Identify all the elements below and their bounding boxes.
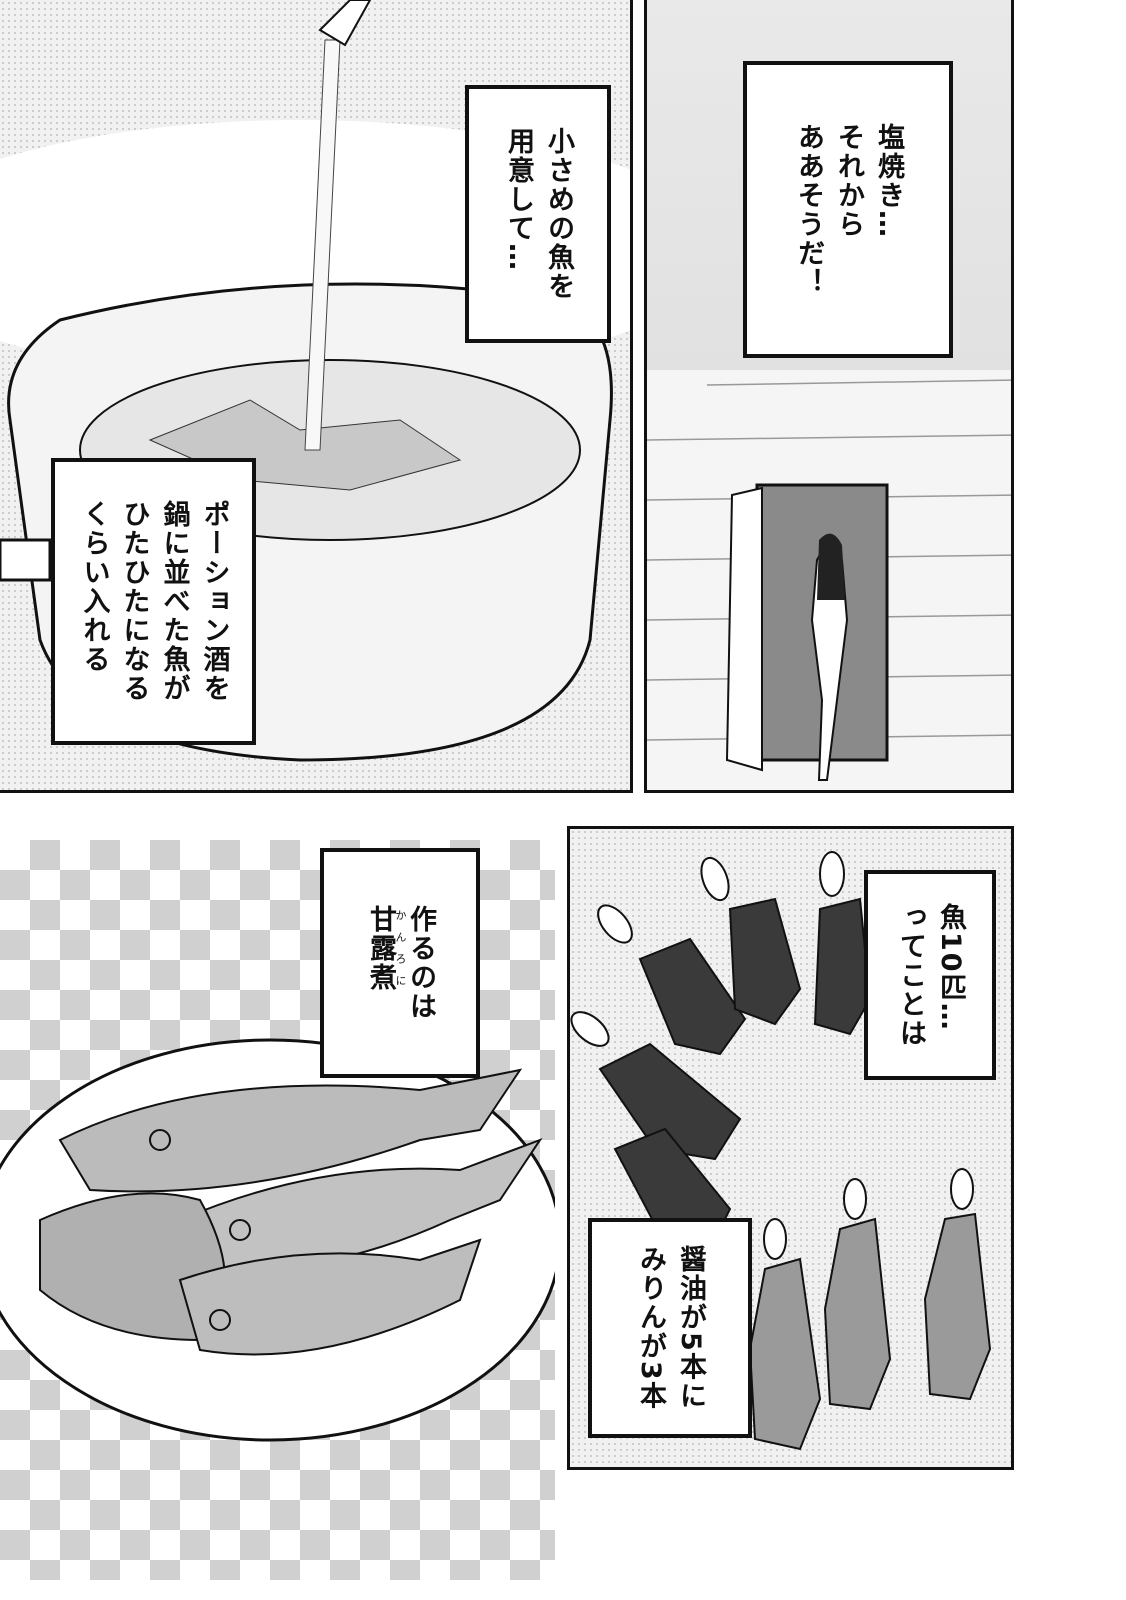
caption-potion-sake: ポーション酒を 鍋に並べた魚が ひたひたになる くらい入れる [51,458,256,745]
caption-small-fish: 小さめの魚を 用意して… [465,85,611,343]
caption-text: 小さめの魚を 用意して… [503,127,574,301]
caption-kanroni: 作るのは 甘露煮かんろに [320,848,480,1078]
panel-bottles: 魚10匹… ってことは 醤油が5本に みりんが3本 [567,826,1014,1470]
bottles-illustration [570,851,992,1451]
fish-plate-illustration [0,1038,555,1442]
caption-soy-mirin: 醤油が5本に みりんが3本 [588,1218,752,1438]
panel-door: 塩焼き… それから ああそうだ！ [644,0,1014,793]
caption-salt-grilled: 塩焼き… それから ああそうだ！ [743,61,953,358]
panel-fish-plate: 作るのは 甘露煮かんろに [0,840,555,1580]
caption-text: 魚10匹… ってことは [895,902,966,1048]
door-illustration [647,370,1011,790]
caption-ten-fish: 魚10匹… ってことは [864,870,996,1080]
caption-text: 作るのは 甘露煮かんろに [365,905,436,1021]
caption-text: 醤油が5本に みりんが3本 [635,1245,706,1411]
ruby-term: 甘露煮かんろに [365,905,407,992]
caption-text: ポーション酒を 鍋に並べた魚が ひたひたになる くらい入れる [78,500,230,703]
caption-text: 塩焼き… それから ああそうだ！ [793,122,904,297]
panel-pot: 小さめの魚を 用意して… ポーション酒を 鍋に並べた魚が ひたひたになる くらい… [0,0,633,793]
